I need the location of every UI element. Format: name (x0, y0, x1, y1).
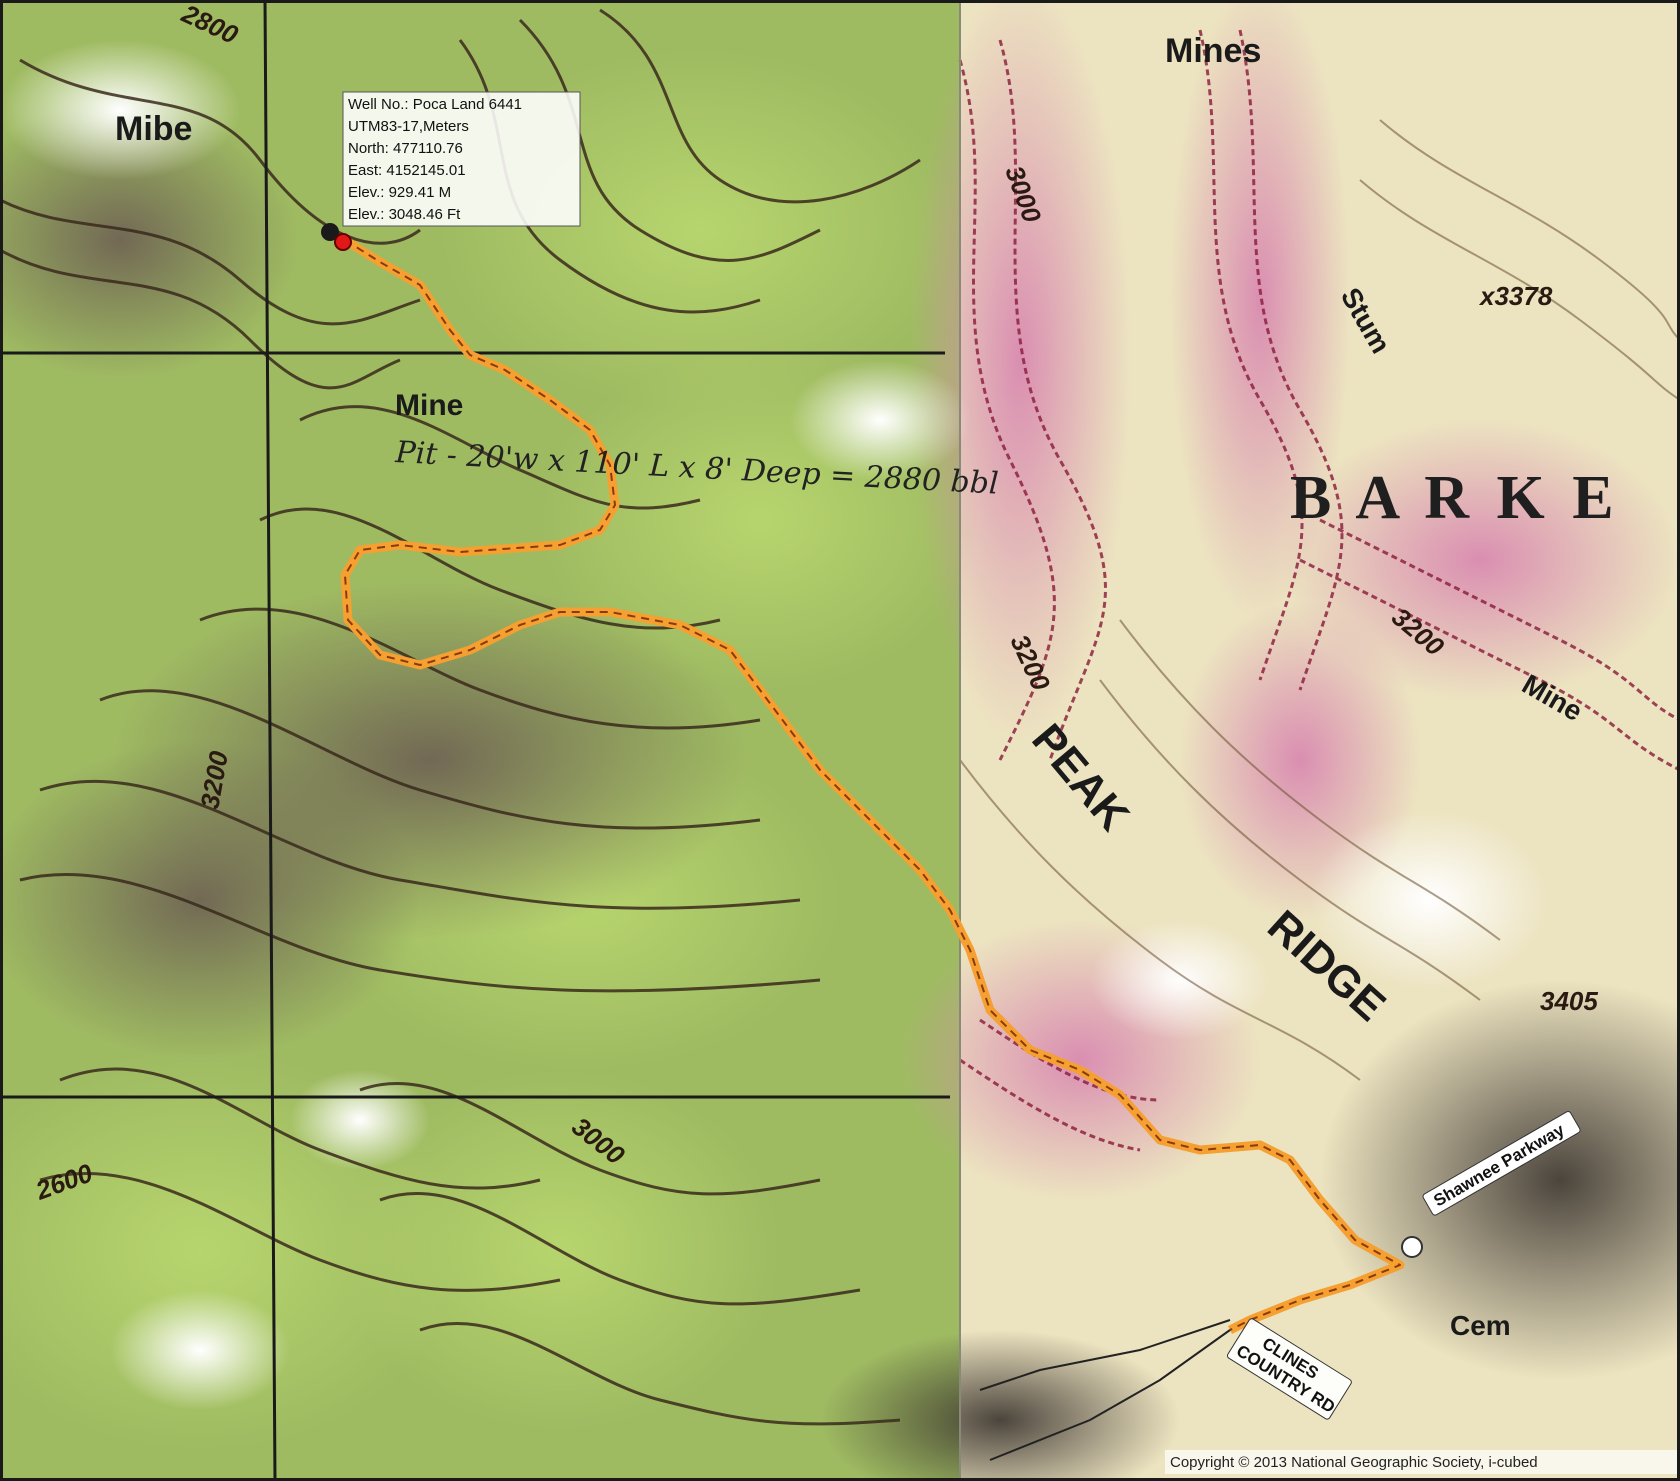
well-info-box: Well No.: Poca Land 6441 UTM83-17,Meters… (342, 91, 581, 227)
well-info-line-4: East: 4152145.01 (348, 162, 466, 179)
well-info-line-2: UTM83-17,Meters (348, 118, 469, 135)
elev-spot-3378: x3378 (1478, 281, 1553, 311)
connector-roads (979, 1319, 1231, 1461)
well-info-line-6: Elev.: 3048.46 Ft (348, 206, 461, 223)
elev-spot-3405: 3405 (1540, 986, 1598, 1016)
contour-lines-red (958, 29, 1680, 1152)
route-centerline (344, 239, 1401, 1331)
contour-lines-tan (959, 119, 1680, 1081)
copyright-backdrop (1165, 1450, 1677, 1474)
label-mines: Mines (1165, 32, 1261, 70)
well-info-line-5: Elev.: 929.41 M (348, 184, 451, 201)
contour-lines (0, 8, 921, 1426)
well-info-line-1: Well No.: Poca Land 6441 (348, 96, 522, 113)
well-marker-icon[interactable] (321, 223, 352, 251)
label-cem: Cem (1450, 1310, 1511, 1341)
road-shield-icon (1401, 1236, 1423, 1258)
well-info-line-3: North: 477110.76 (348, 140, 463, 157)
label-mibe: Mibe (115, 110, 192, 148)
copyright-text: Copyright © 2013 National Geographic Soc… (1170, 1454, 1538, 1471)
access-route (340, 236, 1405, 1335)
label-mine-left: Mine (395, 389, 463, 422)
label-barke: B A R K E (1290, 464, 1620, 532)
